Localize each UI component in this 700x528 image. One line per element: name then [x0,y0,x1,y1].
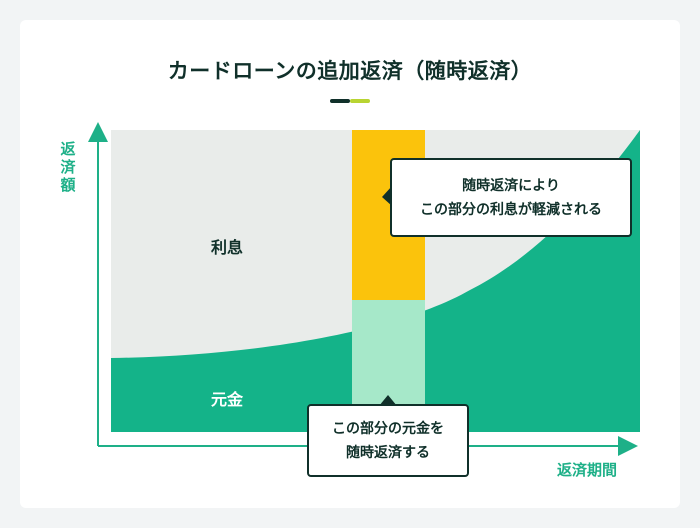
callout-line: 随時返済により [462,178,560,194]
principal-prepay-callout: この部分の元金を 随時返済する [307,404,469,477]
diagram-title: カードローンの追加返済（随時返済） [167,59,533,83]
interest-reduction-callout: 随時返済により この部分の利息が軽減される [390,158,632,237]
principal-area [111,130,640,432]
principal-region-label: 元金 [211,390,244,409]
interest-region-label: 利息 [211,238,244,257]
principal-highlight-edge [352,300,425,329]
x-axis-label: 返済期間 [557,461,618,479]
callout-top-pointer [382,186,392,206]
callout-line: この部分の利息が軽減される [420,202,602,218]
title-underline-dark [330,99,350,103]
callout-bottom-pointer [379,395,397,406]
title-underline-lime [350,99,370,103]
callout-line: この部分の元金を [332,421,444,437]
y-axis-label: 返済額 [60,140,76,194]
callout-line: 随時返済する [346,445,430,461]
